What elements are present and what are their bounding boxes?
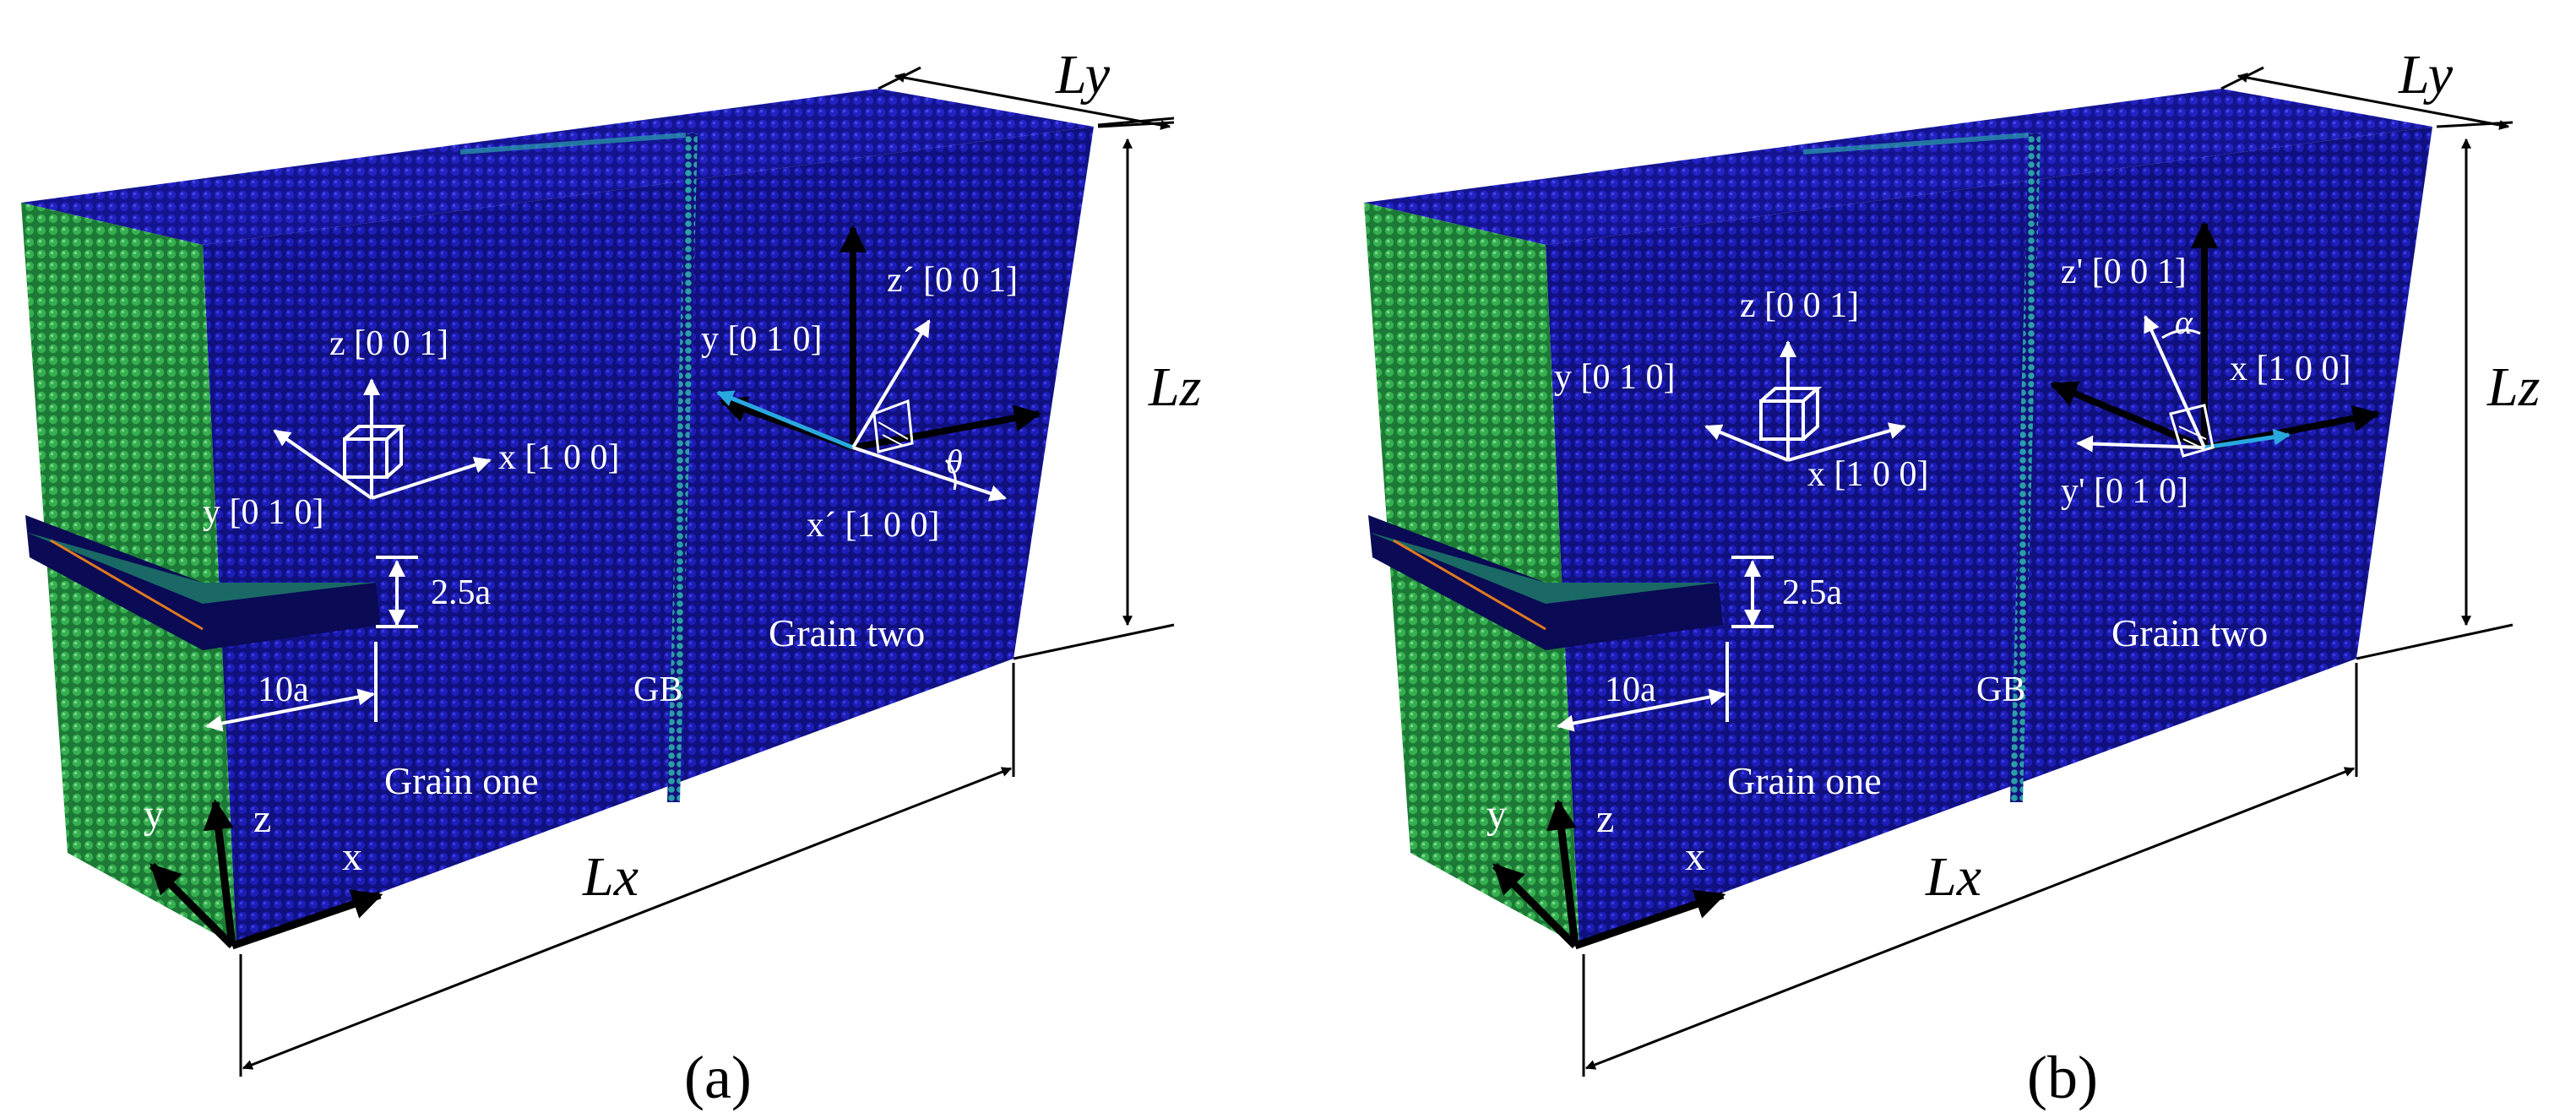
block-front-face <box>1546 127 2432 946</box>
dim-lz-label: Lz <box>1148 356 1201 418</box>
frame-cube-icon <box>343 437 389 479</box>
outer-dimensions <box>239 66 1175 1077</box>
block-front-face <box>203 127 1094 946</box>
grain-two-label: Grain two <box>2111 611 2268 654</box>
block-top-face <box>1364 89 2432 245</box>
notch-edge <box>50 539 204 631</box>
left-frame-y-label: y [0 1 0] <box>203 493 323 532</box>
global-y-label: y <box>144 792 164 837</box>
dim-lx-label: Lx <box>1925 846 1981 908</box>
notch-dimension <box>1557 556 1774 732</box>
global-z-label: z <box>253 796 271 841</box>
notch-length-label: 10a <box>1605 670 1656 709</box>
dim-lz-label: Lz <box>2486 356 2540 418</box>
rotated-cube-icon <box>872 399 914 453</box>
frame-cube-side <box>385 426 403 479</box>
left-frame-x-label: x [1 0 0] <box>1807 455 1928 494</box>
panel-a: z [0 0 1] y [0 1 0] x [1 0 0] z´ [0 0 1]… <box>21 44 1201 1111</box>
left-frame-x-label: x [1 0 0] <box>498 438 619 477</box>
frame-cube-side <box>1802 388 1819 441</box>
grain-one-label: Grain one <box>1727 759 1882 802</box>
rotated-cube-icon <box>2169 404 2215 458</box>
gb-label: GB <box>1976 670 2025 709</box>
dim-ly-label: Ly <box>2398 44 2454 106</box>
global-z-label: z <box>1596 796 1614 841</box>
theta-arc <box>944 459 957 491</box>
right-crystal-frame <box>716 225 1042 502</box>
gb-top-trace <box>459 133 687 155</box>
left-frame-z-label: z [0 0 1] <box>329 324 448 363</box>
grain-boundary <box>2010 133 2041 802</box>
notch-dimension <box>205 556 418 732</box>
angle-label: α <box>2175 303 2193 341</box>
notch-height-label: 2.5a <box>1782 573 1843 612</box>
grain-one-label: Grain one <box>384 759 539 802</box>
panel-b-caption: (b) <box>2027 1044 2098 1111</box>
grain-boundary <box>667 133 698 802</box>
gb-top-trace <box>1802 133 2030 155</box>
frame-cube-top <box>343 425 406 441</box>
outer-dimensions <box>1582 66 2514 1077</box>
grain-two-label: Grain two <box>769 611 925 654</box>
right-frame-y-label: y' [0 1 0] <box>2061 472 2188 511</box>
gb-label: GB <box>633 670 682 709</box>
panel-a-caption: (a) <box>684 1044 752 1111</box>
frame-cube-top <box>1759 387 1823 403</box>
global-x-label: x <box>342 834 362 879</box>
right-frame-z-label: z´ [0 0 1] <box>887 261 1018 300</box>
left-frame-y-label: y [0 1 0] <box>1554 358 1675 397</box>
left-frame-z-label: z [0 0 1] <box>1740 286 1859 325</box>
notch-face <box>1368 532 1719 604</box>
global-y-label: y <box>1486 792 1507 837</box>
angle-label: θ <box>946 442 963 480</box>
left-crystal-frame <box>1704 340 1906 462</box>
notch-height-label: 2.5a <box>431 573 492 612</box>
global-x-label: x <box>1685 834 1705 879</box>
panel-b: z [0 0 1] y [0 1 0] x [1 0 0] z' [0 0 1]… <box>1364 44 2540 1111</box>
frame-cube-icon <box>1759 399 1805 441</box>
right-frame-x-label: x [1 0 0] <box>2230 350 2350 388</box>
right-frame-x-label: x´ [1 0 0] <box>807 506 939 545</box>
left-crystal-frame <box>273 378 492 500</box>
notch-face <box>25 532 376 604</box>
alpha-arc <box>2161 328 2201 339</box>
right-crystal-frame <box>2050 220 2381 458</box>
notch-length-label: 10a <box>258 670 309 709</box>
notch-edge <box>1393 539 1546 631</box>
right-frame-y-label: y [0 1 0] <box>701 320 822 359</box>
dim-lx-label: Lx <box>582 846 639 908</box>
dim-ly-label: Ly <box>1055 44 1111 106</box>
right-frame-z-label: z' [0 0 1] <box>2061 252 2187 291</box>
block-top-face <box>21 89 1094 245</box>
